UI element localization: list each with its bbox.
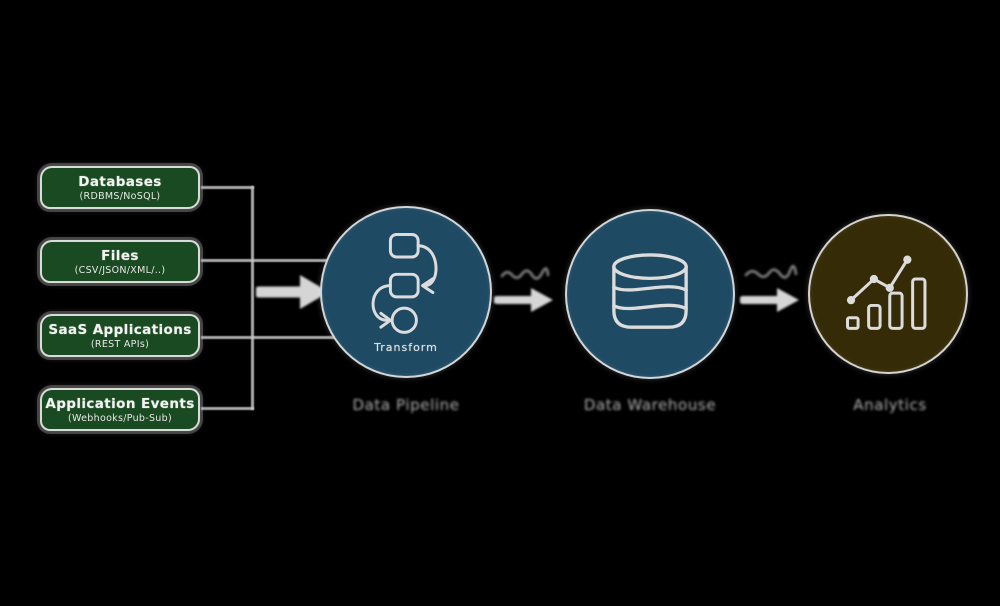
source-box-files: Files (CSV/JSON/XML/..) bbox=[40, 240, 200, 283]
stage-caption-transform: Data Pipeline bbox=[352, 396, 460, 414]
connector-scribble bbox=[744, 265, 798, 279]
workflow-icon bbox=[371, 232, 438, 334]
arrow-warehouse-to-analytics bbox=[740, 288, 799, 312]
source-subtitle: (REST APIs) bbox=[90, 338, 150, 350]
stage-analytics-circle bbox=[808, 214, 968, 374]
arrow-sources-to-transform bbox=[256, 275, 329, 309]
arrow-transform-to-warehouse bbox=[494, 288, 553, 312]
connector-bus-line bbox=[251, 186, 254, 410]
source-box-databases: Databases (RDBMS/NoSQL) bbox=[40, 166, 200, 209]
database-icon bbox=[612, 253, 688, 329]
connector-line bbox=[201, 186, 254, 189]
connector-line bbox=[201, 336, 338, 339]
source-title: Application Events bbox=[45, 395, 195, 412]
stage-caption-warehouse: Data Warehouse bbox=[583, 396, 717, 414]
stage-caption-analytics: Analytics bbox=[853, 396, 927, 414]
source-subtitle: (RDBMS/NoSQL) bbox=[79, 190, 161, 202]
source-title: SaaS Applications bbox=[48, 321, 192, 338]
connector-scribble bbox=[500, 267, 550, 280]
connector-line bbox=[201, 259, 335, 262]
bar-chart-icon bbox=[846, 255, 927, 330]
connector-line bbox=[201, 407, 254, 410]
source-box-application-events: Application Events (Webhooks/Pub-Sub) bbox=[40, 388, 200, 431]
source-title: Files bbox=[101, 247, 139, 264]
source-box-saas-applications: SaaS Applications (REST APIs) bbox=[40, 314, 200, 357]
stage-transform-circle: Transform bbox=[320, 206, 492, 378]
source-title: Databases bbox=[78, 173, 162, 190]
source-subtitle: (CSV/JSON/XML/..) bbox=[74, 264, 166, 276]
transform-label: Transform bbox=[374, 340, 438, 354]
stage-warehouse-circle bbox=[565, 209, 735, 379]
source-subtitle: (Webhooks/Pub-Sub) bbox=[68, 412, 172, 424]
